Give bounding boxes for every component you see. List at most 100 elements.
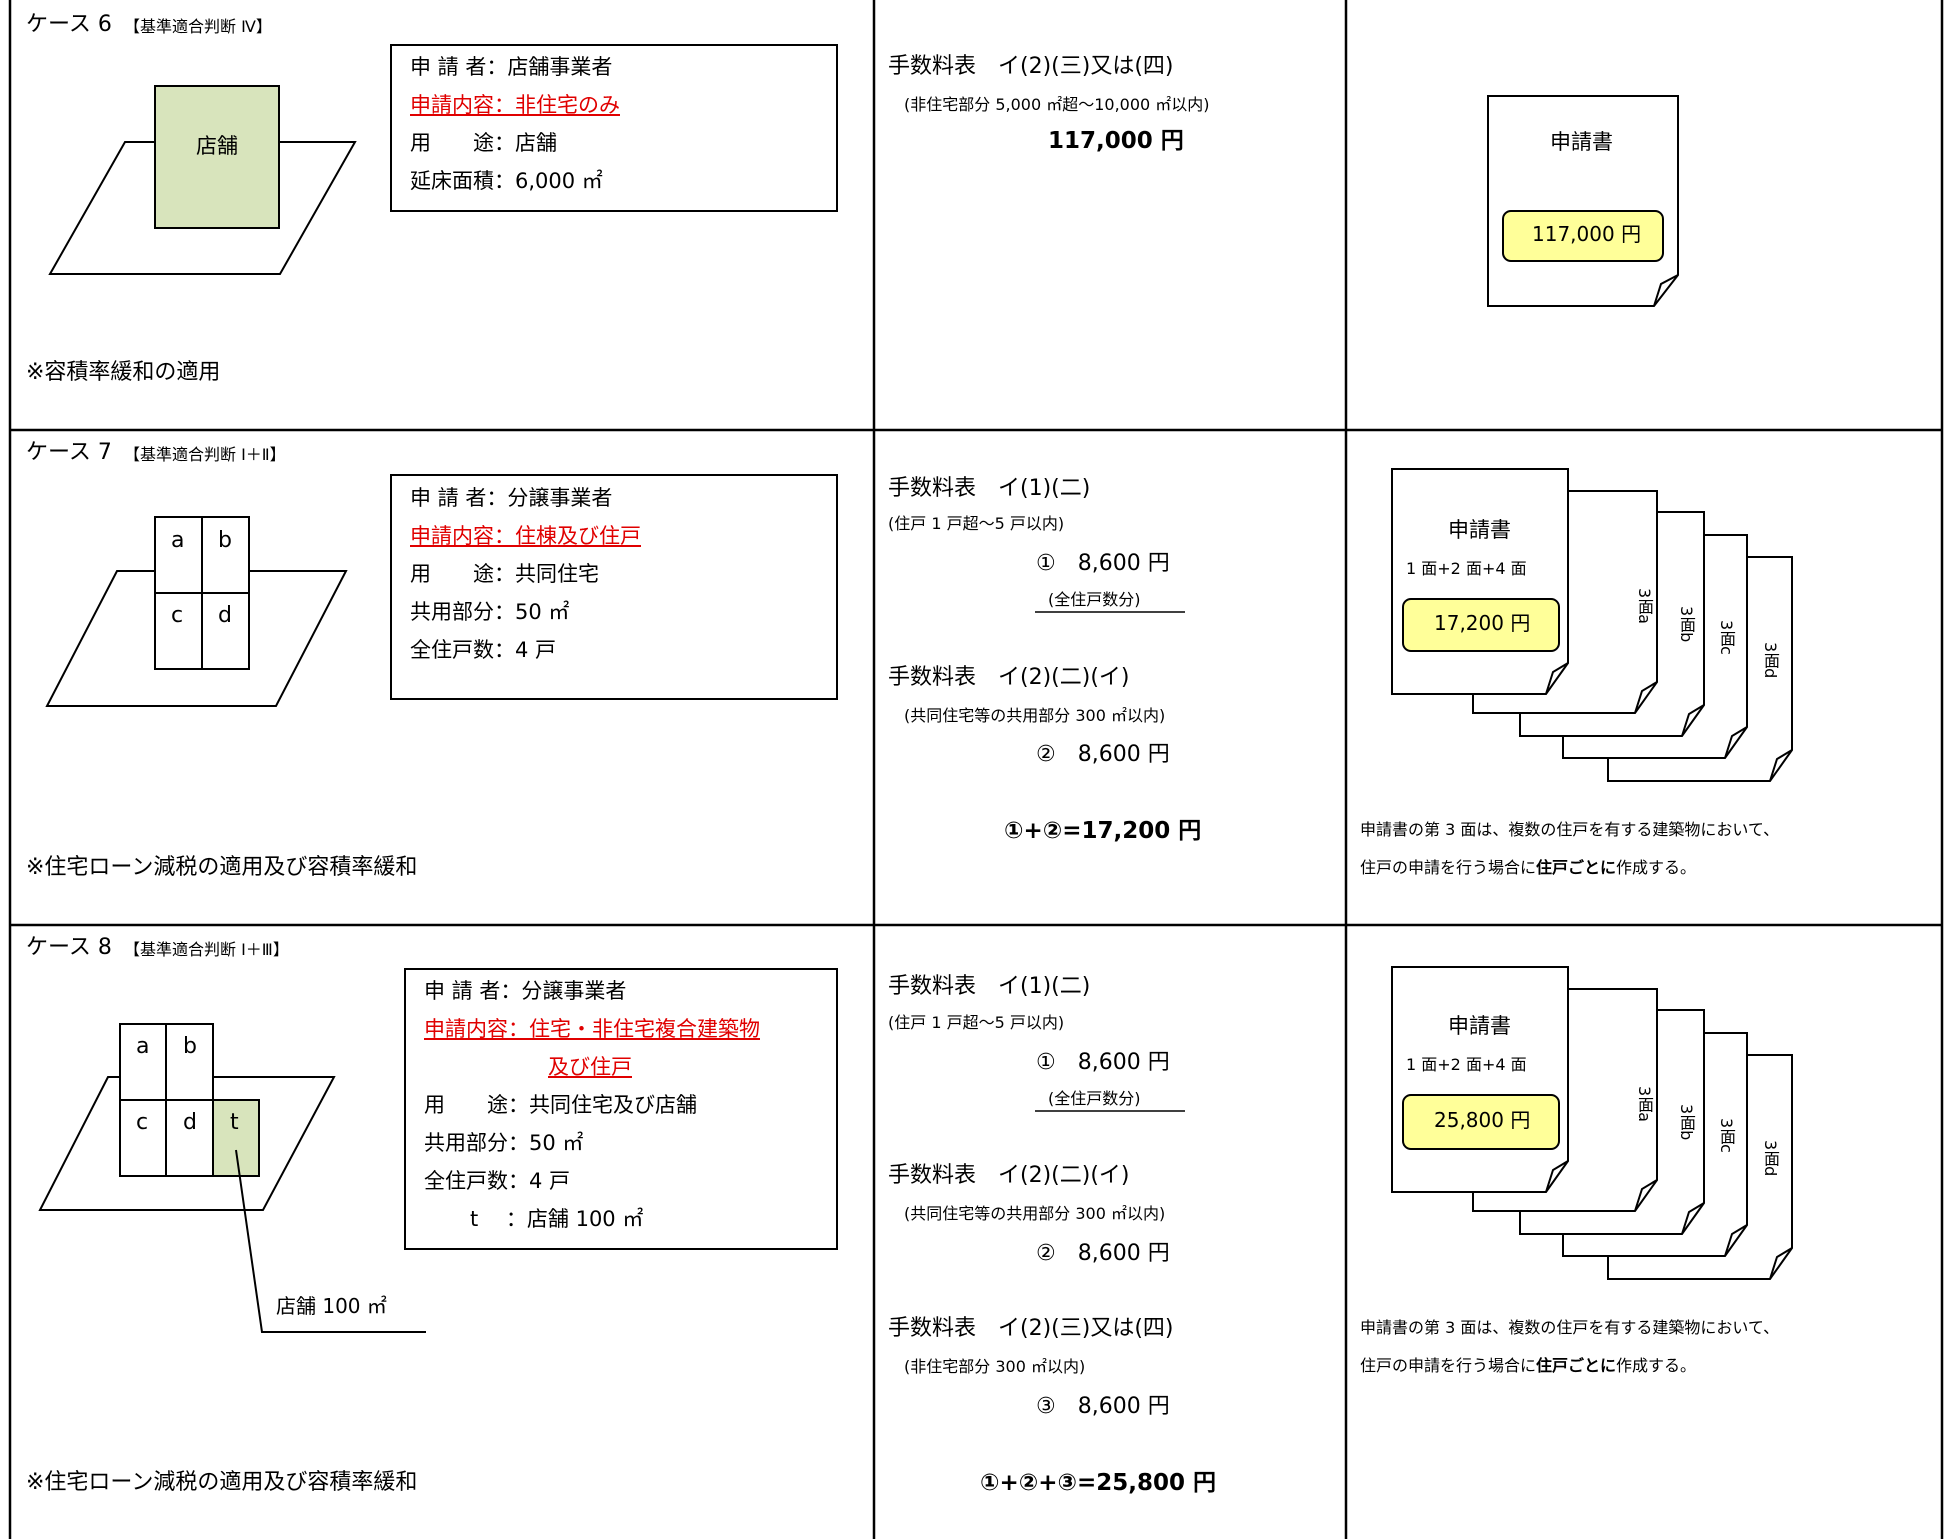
case8-fee2-table: 手数料表 イ(2)(二)(イ) xyxy=(888,1163,1130,1188)
case7-fee1-table: 手数料表 イ(1)(二) xyxy=(888,476,1091,501)
case7-document-stack xyxy=(1391,468,1793,782)
case7-doc-note-2a: 住戸の申請を行う場合に xyxy=(1360,858,1537,877)
case7-sheet-3a: 3面a xyxy=(1635,588,1654,624)
case8-sheet-3d: 3面d xyxy=(1761,1140,1780,1177)
case8-fee1-sub: (全住戸数分) xyxy=(1048,1089,1141,1108)
case8-fee1-table: 手数料表 イ(1)(二) xyxy=(888,974,1091,999)
case7-sheet-3d: 3面d xyxy=(1761,642,1780,679)
case7-info-box xyxy=(390,474,838,700)
case7-fee2-table: 手数料表 イ(2)(二)(イ) xyxy=(888,665,1130,690)
case8-unit-t: t xyxy=(230,1110,239,1135)
case8-content-line2: 及び住戸 xyxy=(548,1055,632,1079)
case7-applicant: 申 請 者：分譲事業者 xyxy=(410,486,613,510)
case7-fee1-sub: (全住戸数分) xyxy=(1048,590,1141,609)
case6-shop-label: 店舗 xyxy=(196,134,238,158)
case7-title: ケース 7 xyxy=(26,440,112,465)
case8-title-tag: 【基準適合判断 Ⅰ＋Ⅲ】 xyxy=(124,940,289,959)
case7-doc-amount-badge xyxy=(1402,598,1560,652)
case6-content: 申請内容：非住宅のみ xyxy=(410,93,620,117)
case8-doc-amount-badge xyxy=(1402,1094,1560,1150)
case8-doc-note-line1: 申請書の第 3 面は、複数の住戸を有する建築物において、 xyxy=(1360,1318,1780,1337)
case8-doc-pages: 1 面+2 面+4 面 xyxy=(1406,1055,1527,1074)
case7-doc-pages: 1 面+2 面+4 面 xyxy=(1406,559,1527,578)
case8-fee1-range: (住戸 1 戸超～5 戸以内) xyxy=(888,1013,1065,1032)
case7-units-count: 全住戸数：4 戸 xyxy=(410,638,557,662)
case7-title-tag: 【基準適合判断 Ⅰ＋Ⅱ】 xyxy=(124,445,286,464)
case8-doc-amount: 25,800 円 xyxy=(1434,1108,1531,1132)
case6-doc-title: 申請書 xyxy=(1550,130,1613,154)
case8-shop-callout: 店舗 100 ㎡ xyxy=(276,1294,387,1318)
case6-applicant: 申 請 者：店舗事業者 xyxy=(410,55,613,79)
case8-shop-t-block xyxy=(212,1099,260,1177)
case7-content: 申請内容：住棟及び住戸 xyxy=(410,524,641,548)
case6-building-diagram xyxy=(48,85,357,275)
case8-unit-b: b xyxy=(183,1034,197,1059)
case7-doc-amount: 17,200 円 xyxy=(1434,611,1531,635)
case8-note: ※住宅ローン減税の適用及び容積率緩和 xyxy=(26,1470,418,1495)
case7-doc-title: 申請書 xyxy=(1448,518,1511,542)
case7-fee2-range: (共同住宅等の共用部分 300 ㎡以内) xyxy=(904,706,1166,725)
case8-use: 用 途：共同住宅及び店舗 xyxy=(424,1093,697,1117)
case7-total: ①+②=17,200 円 xyxy=(1004,818,1202,844)
case8-document-stack xyxy=(1391,966,1793,1280)
case7-ground-plane xyxy=(45,570,348,707)
case6-use: 用 途：店舗 xyxy=(410,131,557,155)
case8-unit-a: a xyxy=(136,1034,150,1059)
case8-callout-line xyxy=(235,1149,426,1333)
case8-doc-note-2a: 住戸の申請を行う場合に xyxy=(1360,1356,1537,1375)
case7-fee1-range: (住戸 1 戸超～5 戸以内) xyxy=(888,514,1065,533)
case8-fee2-range: (共同住宅等の共用部分 300 ㎡以内) xyxy=(904,1204,1166,1223)
case6-shop-block xyxy=(154,85,280,229)
case8-sheet-3c: 3面c xyxy=(1717,1118,1736,1153)
case7-unit-c: c xyxy=(171,603,184,628)
case6-doc-amount-badge xyxy=(1502,210,1664,262)
case7-unit-a: a xyxy=(171,528,185,553)
case8-content-line1: 申請内容：住宅・非住宅複合建築物 xyxy=(424,1017,760,1041)
case7-sheet-3b: 3面b xyxy=(1677,606,1696,643)
case6-fee-range: (非住宅部分 5,000 ㎡超～10,000 ㎡以内) xyxy=(904,95,1210,114)
case7-doc-note-2b: 住戸ごとに xyxy=(1536,858,1617,877)
case6-fee-table: 手数料表 イ(2)(三)又は(四) xyxy=(888,54,1174,79)
case8-t-line: t ：店舗 100 ㎡ xyxy=(470,1207,644,1231)
case7-building-diagram xyxy=(45,516,348,707)
case7-use: 用 途：共同住宅 xyxy=(410,562,599,586)
case8-sheet-3b: 3面b xyxy=(1677,1104,1696,1141)
case6-fee-amount: 117,000 円 xyxy=(1048,128,1184,154)
case8-fee3-amount: ③ 8,600 円 xyxy=(1036,1394,1170,1419)
case6-note: ※容積率緩和の適用 xyxy=(26,360,221,385)
case7-unit-d: d xyxy=(218,603,232,628)
case8-units-count: 全住戸数：4 戸 xyxy=(424,1169,571,1193)
table-grid xyxy=(8,0,1944,1539)
case6-title: ケース 6 xyxy=(26,12,112,37)
case6-area: 延床面積：6,000 ㎡ xyxy=(410,169,603,193)
case8-fee3-range: (非住宅部分 300 ㎡以内) xyxy=(904,1357,1086,1376)
case6-document-icon xyxy=(1487,95,1679,307)
case8-ground-plane xyxy=(38,1076,336,1211)
case8-total: ①+②+③=25,800 円 xyxy=(980,1470,1216,1496)
case7-fee2-amount: ② 8,600 円 xyxy=(1036,742,1170,767)
case8-fee2-amount: ② 8,600 円 xyxy=(1036,1241,1170,1266)
case7-sheet-3c: 3面c xyxy=(1717,620,1736,655)
case8-doc-title: 申請書 xyxy=(1448,1014,1511,1038)
case6-title-tag: 【基準適合判断 Ⅳ】 xyxy=(124,17,272,36)
case8-common: 共用部分：50 ㎡ xyxy=(424,1131,584,1155)
case6-info-box xyxy=(390,44,838,212)
case8-unit-c: c xyxy=(136,1110,149,1135)
case6-doc-amount: 117,000 円 xyxy=(1532,222,1642,246)
case8-doc-note-2c: 作成する。 xyxy=(1616,1356,1697,1375)
case8-info-box xyxy=(404,968,838,1250)
case8-fee3-table: 手数料表 イ(2)(三)又は(四) xyxy=(888,1316,1174,1341)
case7-note: ※住宅ローン減税の適用及び容積率緩和 xyxy=(26,855,418,880)
case8-doc-note-line2: 住戸の申請を行う場合に住戸ごとに作成する。 xyxy=(1360,1358,1696,1374)
case8-doc-note-2b: 住戸ごとに xyxy=(1536,1356,1617,1375)
case7-common: 共用部分：50 ㎡ xyxy=(410,600,570,624)
case8-unit-d: d xyxy=(183,1110,197,1135)
case7-fee1-amount: ① 8,600 円 xyxy=(1036,551,1170,576)
case8-fee1-amount: ① 8,600 円 xyxy=(1036,1050,1170,1075)
case7-doc-note-2c: 作成する。 xyxy=(1616,858,1697,877)
case8-applicant: 申 請 者：分譲事業者 xyxy=(424,979,627,1003)
case7-doc-note-line1: 申請書の第 3 面は、複数の住戸を有する建築物において、 xyxy=(1360,820,1780,839)
case8-building-diagram xyxy=(38,1023,426,1333)
case8-title: ケース 8 xyxy=(26,935,112,960)
